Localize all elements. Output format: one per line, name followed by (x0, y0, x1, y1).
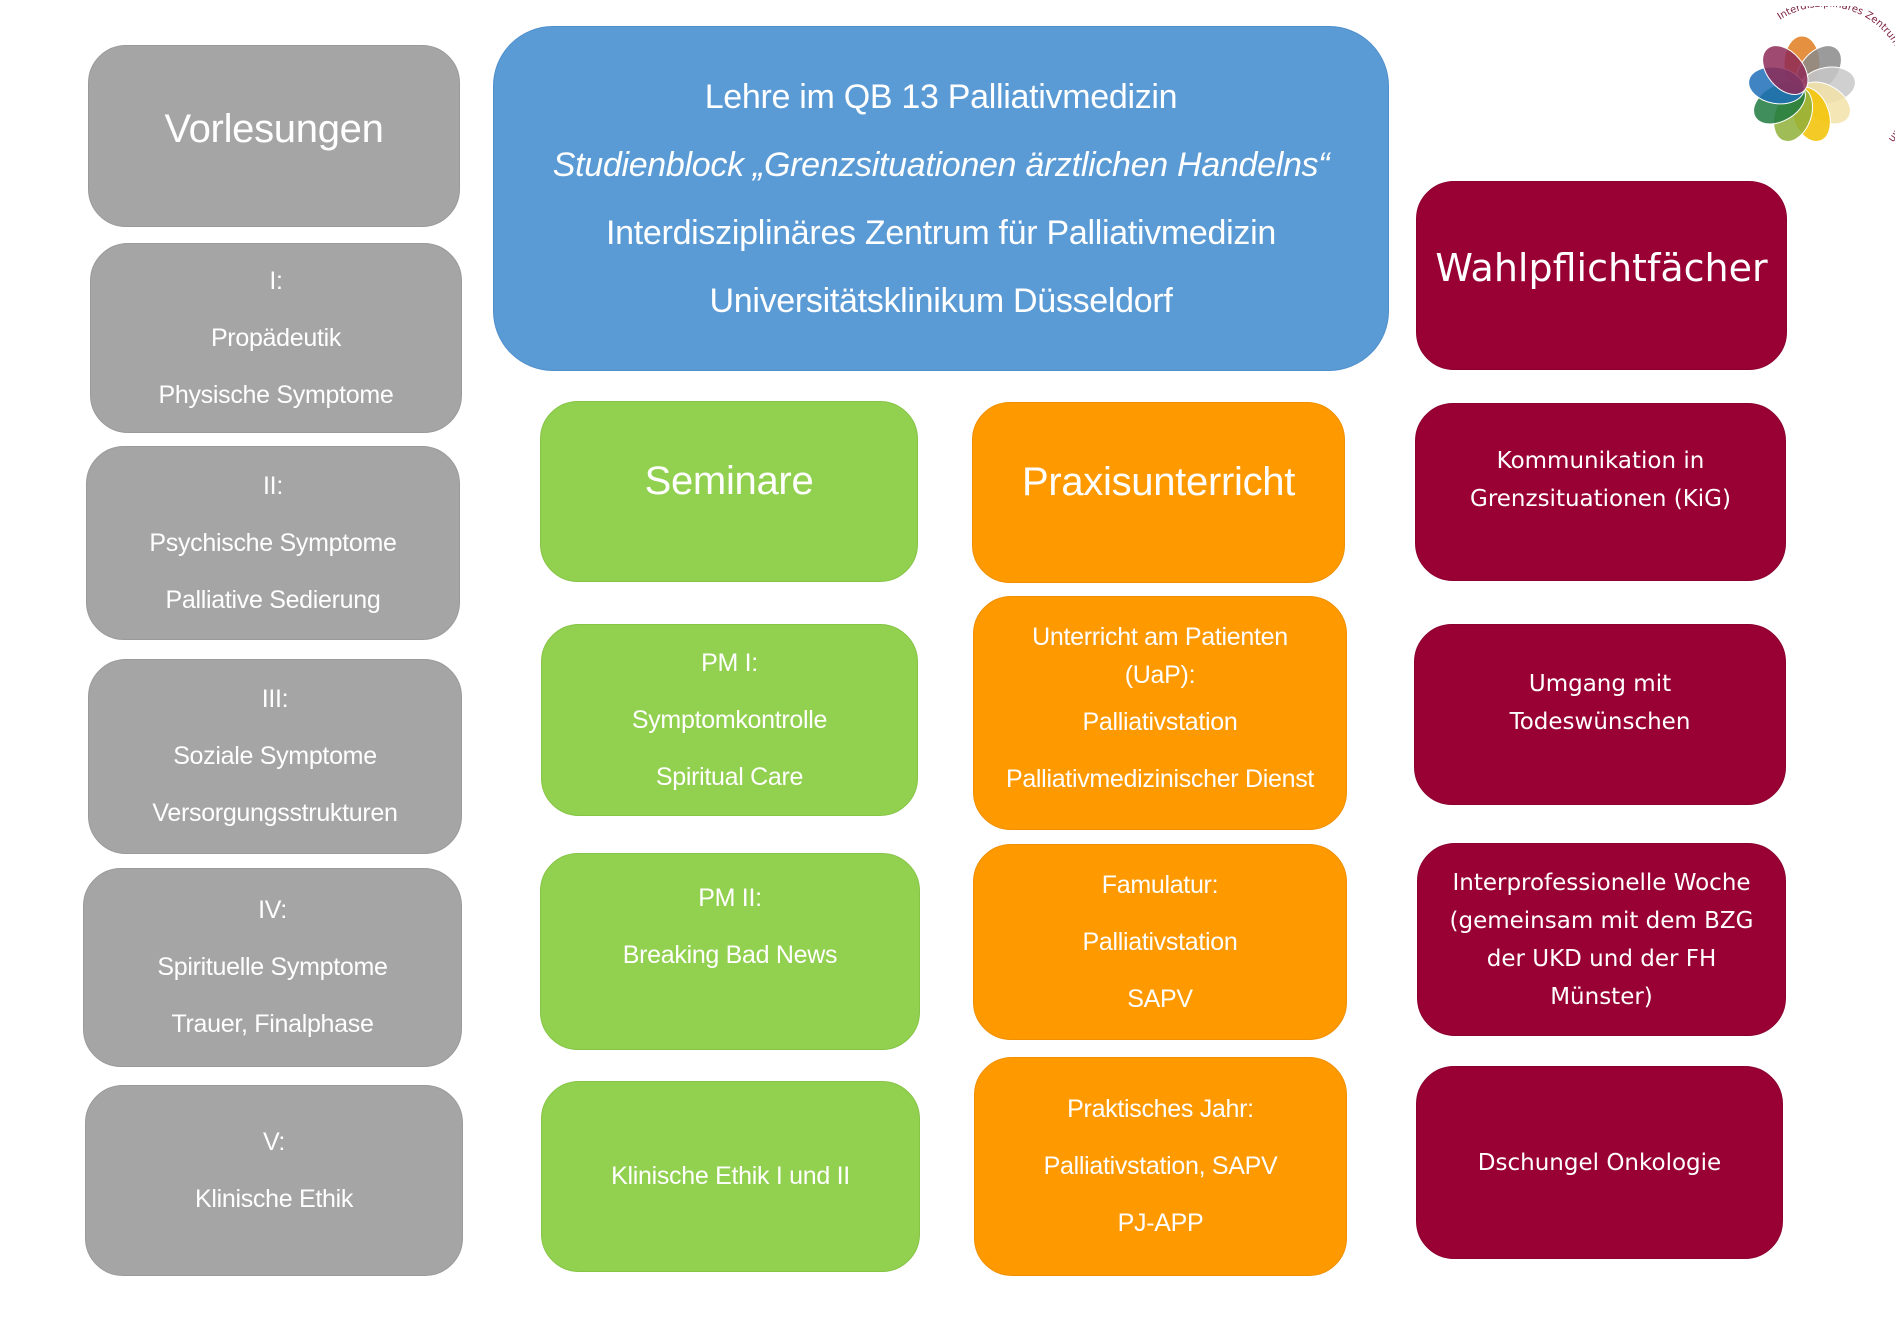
palliativmedizin-logo: Interdisziplinäres Zentrum für Palliativ… (1740, 0, 1900, 171)
praxis-heading: Praktisches Jahr: (1067, 1095, 1254, 1123)
vorlesung-topic: Versorgungsstrukturen (152, 799, 398, 827)
seminar-line: Breaking Bad News (622, 940, 838, 969)
praxis-line: SAPV (1127, 984, 1193, 1013)
vorlesung-card-5: V: Klinische Ethik (85, 1085, 463, 1276)
wahlpflicht-header: Wahlpflichtfächer (1416, 181, 1787, 370)
vorlesung-card-1: I: Propädeutik Physische Symptome (90, 243, 462, 433)
praxis-card-uap: Unterricht am Patienten (UaP): Palliativ… (973, 596, 1347, 830)
header-line-klinikum: Universitätsklinikum Düsseldorf (709, 281, 1173, 320)
vorlesung-topic: Physische Symptome (158, 380, 394, 409)
praxis-card-famulatur: Famulatur: Palliativstation SAPV (973, 844, 1347, 1040)
wahlpflicht-card-dschungel: Dschungel Onkologie (1416, 1066, 1783, 1259)
praxis-line: PJ-APP (1117, 1209, 1204, 1237)
wahlpflicht-card-interprofessionell: Interprofessionelle Woche (gemeinsam mit… (1417, 843, 1786, 1036)
vorlesung-card-3: III: Soziale Symptome Versorgungsstruktu… (88, 659, 462, 854)
praxis-line: Palliativstation, SAPV (1043, 1152, 1278, 1180)
praxis-heading: Famulatur: (1101, 870, 1219, 899)
vorlesungen-header: Vorlesungen (88, 45, 460, 227)
praxis-heading: (UaP): (1124, 661, 1196, 689)
header-line-studienblock: Studienblock „Grenzsituationen ärztliche… (552, 145, 1330, 184)
vorlesung-topic: Trauer, Finalphase (171, 1010, 374, 1038)
vorlesung-topic: Psychische Symptome (149, 528, 397, 557)
praxis-line: Palliativmedizinischer Dienst (1005, 765, 1315, 793)
vorlesung-topic: Spirituelle Symptome (157, 953, 388, 981)
wahlpflicht-line: Umgang mit (1528, 670, 1672, 697)
praxis-card-pj: Praktisches Jahr: Palliativstation, SAPV… (974, 1057, 1347, 1276)
praxis-line: Palliativstation (1082, 927, 1238, 956)
vorlesung-number: V: (262, 1127, 286, 1156)
praxis-title: Praxisunterricht (1021, 460, 1296, 504)
vorlesung-number: II: (263, 471, 283, 500)
header-line-zentrum: Interdisziplinäres Zentrum für Palliativ… (606, 213, 1276, 252)
header-line-qb13: Lehre im QB 13 Palliativmedizin (704, 77, 1178, 116)
seminar-card-1: PM I: Symptomkontrolle Spiritual Care (541, 624, 918, 816)
wahlpflicht-line: der UKD und der FH (1486, 945, 1717, 972)
seminare-title: Seminare (644, 459, 814, 503)
seminare-header: Seminare (540, 401, 918, 582)
vorlesung-number: I: (269, 266, 283, 295)
wahlpflicht-line: Dschungel Onkologie (1477, 1149, 1722, 1176)
wahlpflicht-line: Todeswünschen (1509, 708, 1691, 735)
wahlpflicht-title: Wahlpflichtfächer (1435, 245, 1768, 290)
wahlpflicht-line: (gemeinsam mit dem BZG (1449, 907, 1754, 934)
vorlesungen-title: Vorlesungen (164, 106, 384, 151)
praxis-header: Praxisunterricht (972, 402, 1345, 583)
logo-petal (1762, 45, 1809, 95)
seminar-line: PM II: (698, 883, 762, 912)
vorlesung-topic: Propädeutik (210, 323, 342, 352)
praxis-heading: Unterricht am Patienten (1032, 623, 1288, 651)
vorlesung-topic: Palliative Sedierung (165, 585, 381, 614)
flower-logo-icon: Interdisziplinäres Zentrum für Palliativ… (1748, 0, 1900, 144)
program-header: Lehre im QB 13 Palliativmedizin Studienb… (493, 26, 1389, 371)
seminar-line: PM I: (701, 648, 758, 677)
wahlpflicht-line: Grenzsituationen (KiG) (1470, 486, 1731, 512)
seminar-card-3: Klinische Ethik I und II (541, 1081, 920, 1272)
seminar-card-2: PM II: Breaking Bad News (540, 853, 920, 1050)
vorlesung-number: IV: (258, 896, 287, 924)
wahlpflicht-card-kig: Kommunikation in Grenzsituationen (KiG) (1415, 403, 1786, 581)
seminar-line: Spiritual Care (655, 762, 804, 791)
seminar-line: Klinische Ethik I und II (611, 1162, 850, 1190)
wahlpflicht-line: Kommunikation in (1496, 448, 1705, 474)
seminar-line: Symptomkontrolle (631, 705, 828, 734)
wahlpflicht-line: Münster) (1550, 983, 1653, 1010)
praxis-line: Palliativstation (1082, 708, 1238, 736)
vorlesung-topic: Klinische Ethik (194, 1184, 354, 1213)
vorlesung-card-4: IV: Spirituelle Symptome Trauer, Finalph… (83, 868, 462, 1067)
wahlpflicht-card-todeswuensche: Umgang mit Todeswünschen (1414, 624, 1786, 805)
vorlesung-number: III: (261, 685, 289, 713)
vorlesung-card-2: II: Psychische Symptome Palliative Sedie… (86, 446, 460, 640)
wahlpflicht-line: Interprofessionelle Woche (1452, 869, 1751, 896)
vorlesung-topic: Soziale Symptome (173, 742, 377, 770)
